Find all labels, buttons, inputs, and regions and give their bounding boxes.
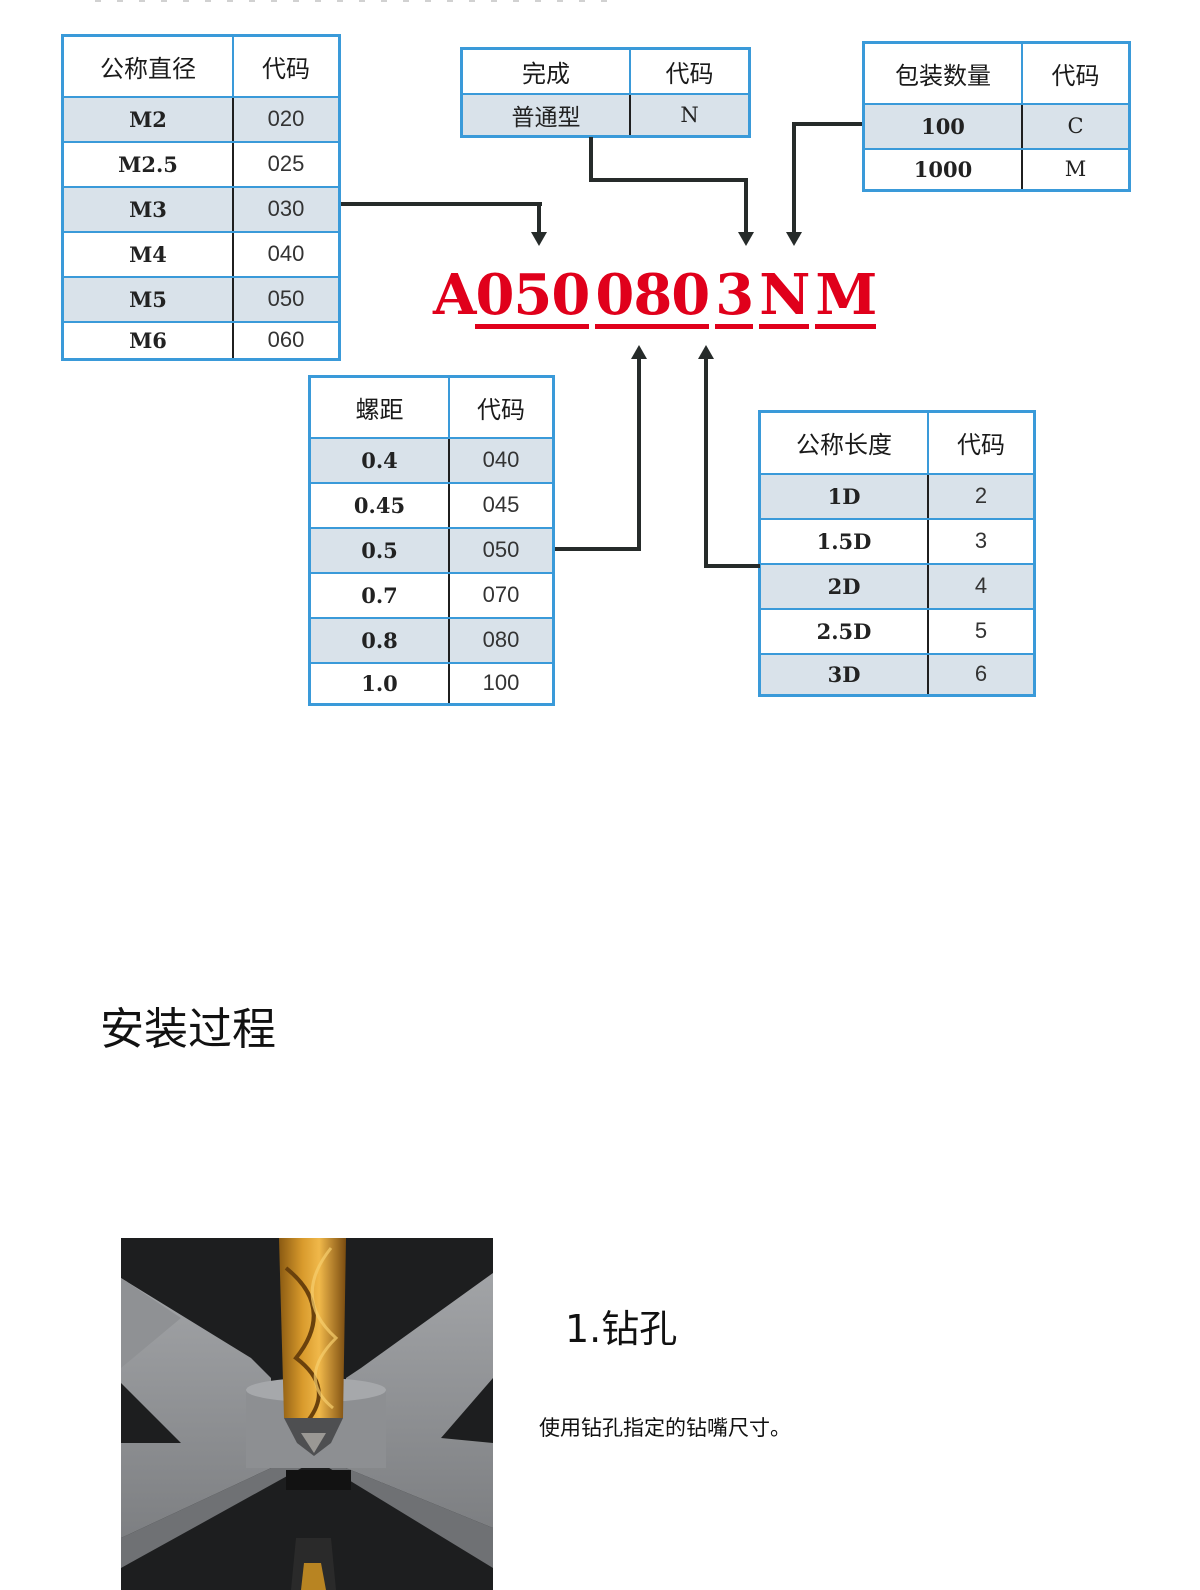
header-code: 代码: [232, 34, 341, 98]
diameter-code: 050: [232, 275, 341, 323]
packaging-code: M: [1021, 147, 1131, 192]
connector-diameter-v: [537, 202, 541, 234]
diameter-code: 020: [232, 95, 341, 143]
diameter-value: M4: [61, 230, 234, 278]
diameter-value: M5: [61, 275, 234, 323]
header-diameter: 公称直径: [61, 34, 234, 98]
pitch-value: 1.0: [308, 661, 450, 706]
arrow-down-icon: [738, 232, 754, 246]
pitch-value: 0.8: [308, 616, 450, 664]
pitch-code: 070: [448, 571, 555, 619]
pitch-value: 0.45: [308, 481, 450, 529]
header-code: 代码: [448, 375, 555, 439]
connector-finish-v1: [589, 137, 593, 182]
connector-packaging-h: [792, 122, 862, 126]
diameter-value: M6: [61, 320, 234, 361]
arrow-up-icon: [631, 345, 647, 359]
clipped-header-text: [95, 0, 615, 2]
length-value: 2.5D: [758, 607, 929, 655]
code-segment-finish: N: [759, 262, 810, 329]
code-segment-length: 3: [715, 262, 754, 329]
packaging-value: 100: [862, 102, 1023, 150]
arrow-down-icon: [531, 232, 547, 246]
code-segment-packaging: M: [815, 262, 877, 329]
diameter-value: M2.5: [61, 140, 234, 188]
diameter-code: 060: [232, 320, 341, 361]
header-code: 代码: [927, 410, 1036, 475]
length-value: 1D: [758, 472, 929, 520]
diameter-value: M3: [61, 185, 234, 233]
length-code: 5: [927, 607, 1036, 655]
pitch-code: 050: [448, 526, 555, 574]
length-value: 1.5D: [758, 517, 929, 565]
header-pitch: 螺距: [308, 375, 450, 439]
header-finish: 完成: [460, 47, 631, 95]
length-value: 3D: [758, 652, 929, 697]
diameter-value: M2: [61, 95, 234, 143]
code-segment-diameter: 050: [475, 262, 590, 329]
header-code: 代码: [1021, 41, 1131, 105]
packaging-code: C: [1021, 102, 1131, 150]
pitch-value: 0.5: [308, 526, 450, 574]
connector-length-h: [704, 564, 760, 568]
finish-value: 普通型: [460, 92, 631, 138]
arrow-down-icon: [786, 232, 802, 246]
finish-code-table: 完成 代码 普通型 N: [460, 47, 751, 138]
drill-bit-image: [121, 1238, 493, 1590]
packaging-value: 1000: [862, 147, 1023, 192]
connector-packaging-v: [792, 122, 796, 234]
step-1-title: 1.钻孔: [565, 1307, 678, 1351]
pitch-code: 040: [448, 436, 555, 484]
step-1-description: 使用钻孔指定的钻嘴尺寸。: [539, 1416, 791, 1440]
pitch-code: 100: [448, 661, 555, 706]
diameter-code: 025: [232, 140, 341, 188]
length-code: 2: [927, 472, 1036, 520]
pitch-code: 080: [448, 616, 555, 664]
code-prefix: A: [433, 262, 476, 328]
connector-finish-v2: [744, 178, 748, 234]
connector-pitch-v: [637, 358, 641, 551]
diameter-code: 030: [232, 185, 341, 233]
length-code: 4: [927, 562, 1036, 610]
connector-diameter-h: [341, 202, 542, 206]
finish-code: N: [629, 92, 751, 138]
connector-finish-h: [589, 178, 748, 182]
header-length: 公称长度: [758, 410, 929, 475]
code-segment-pitch: 080: [595, 262, 710, 329]
diameter-code: 040: [232, 230, 341, 278]
section-title: 安装过程: [100, 1004, 276, 1055]
connector-length-v: [704, 358, 708, 568]
length-code: 3: [927, 517, 1036, 565]
length-code: 6: [927, 652, 1036, 697]
connector-pitch-h: [555, 547, 641, 551]
length-value: 2D: [758, 562, 929, 610]
pitch-value: 0.4: [308, 436, 450, 484]
header-code: 代码: [629, 47, 751, 95]
pitch-value: 0.7: [308, 571, 450, 619]
header-packaging: 包装数量: [862, 41, 1023, 105]
arrow-up-icon: [698, 345, 714, 359]
pitch-code: 045: [448, 481, 555, 529]
